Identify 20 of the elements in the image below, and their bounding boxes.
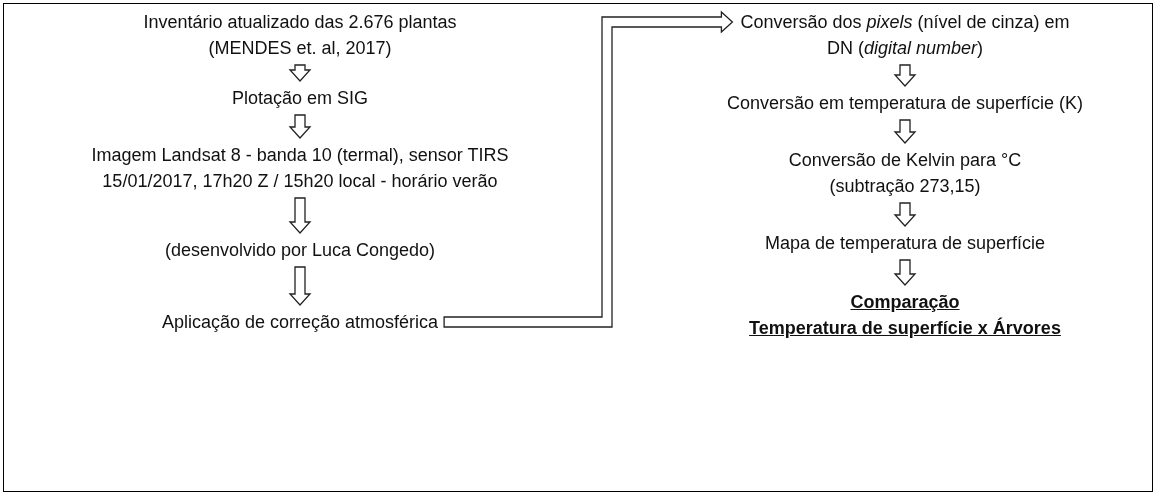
step-text: (desenvolvido por Luca Congedo) — [163, 239, 437, 262]
hollow-arrow — [893, 202, 917, 227]
step-text: Inventário atualizado das 2.676 plantas (MENDES et. al, 2017) — [142, 11, 458, 60]
hollow-arrow — [443, 10, 734, 328]
step-text: Mapa de temperatura de superfície — [763, 232, 1047, 255]
hollow-arrow — [893, 119, 917, 144]
hollow-arrow — [288, 197, 312, 234]
result-text: Temperatura de superfície x Árvores — [748, 316, 1062, 340]
step-text: Conversão em temperatura de superfície (K) — [725, 92, 1085, 115]
hollow-arrow — [288, 64, 312, 82]
hollow-arrow — [288, 266, 312, 306]
step-text: Aplicação de correção atmosférica — [160, 311, 440, 334]
hollow-arrow — [288, 114, 312, 139]
hollow-arrow — [893, 64, 917, 87]
step-text: Imagem Landsat 8 - banda 10 (termal), sensor TIRS 15/01/2017, 17h20 Z / 15h20 local - horário verão — [90, 144, 510, 193]
step-text: Conversão dos pixels (nível de cinza) em DN (digital number) — [739, 11, 1071, 60]
result-text: Comparação — [849, 291, 961, 314]
step-text: Plotação em SIG — [230, 87, 370, 110]
step-text: Conversão de Kelvin para °C (subtração 273,15) — [787, 149, 1023, 198]
hollow-arrow — [893, 259, 917, 286]
